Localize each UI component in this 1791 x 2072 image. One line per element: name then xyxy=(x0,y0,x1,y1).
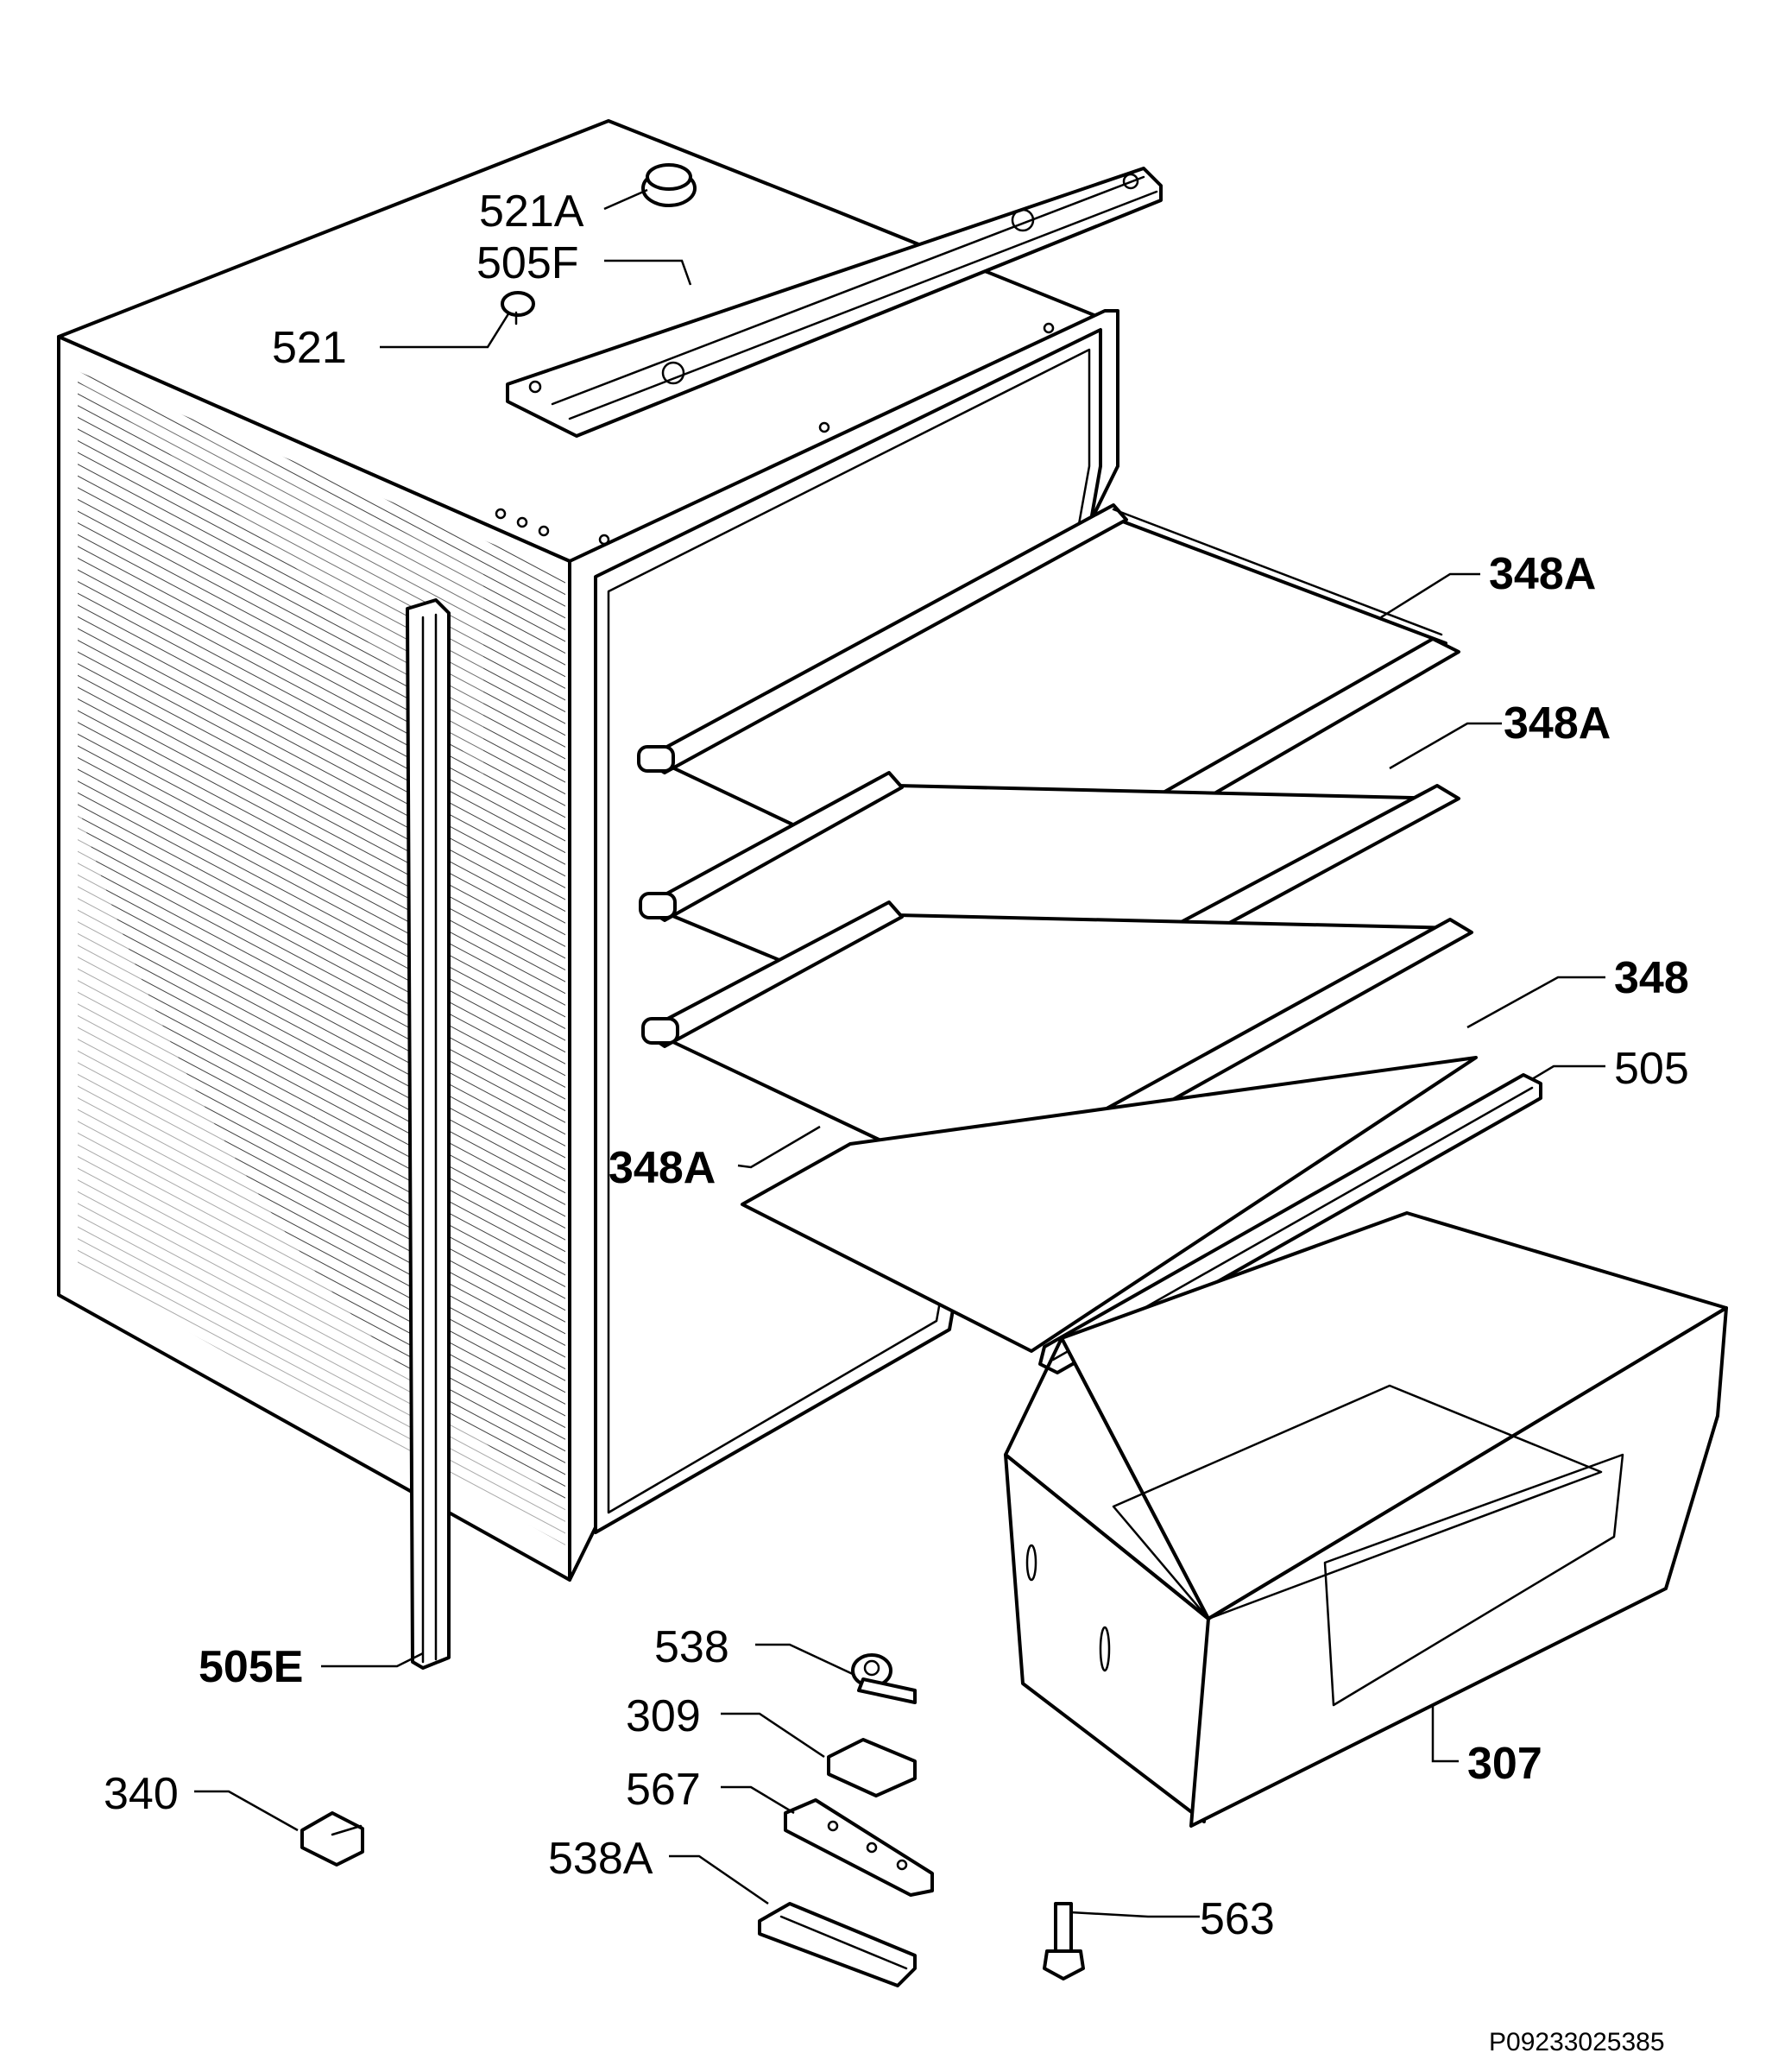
glass-panel-348 xyxy=(741,1056,1478,1353)
part-538A xyxy=(758,1902,917,1987)
label-538A: 538A xyxy=(548,1834,653,1884)
label-521A: 521A xyxy=(479,186,584,237)
part-567 xyxy=(784,1798,934,1897)
part-538 xyxy=(851,1653,917,1704)
label-348A-lower: 348A xyxy=(609,1143,716,1193)
label-538: 538 xyxy=(654,1622,729,1672)
label-505: 505 xyxy=(1614,1044,1689,1094)
cap-521 xyxy=(501,291,535,325)
label-348: 348 xyxy=(1614,953,1689,1003)
label-563: 563 xyxy=(1200,1894,1275,1944)
document-code: P09233025385 xyxy=(1489,2028,1665,2056)
cap-521A xyxy=(641,163,697,207)
crisper-drawer-307 xyxy=(1004,1211,1728,1828)
door-seal-strip-505E xyxy=(406,598,451,1670)
screw-563 xyxy=(1043,1902,1085,1980)
label-505E: 505E xyxy=(199,1642,303,1692)
label-348A-middle: 348A xyxy=(1504,698,1611,749)
label-340: 340 xyxy=(104,1769,179,1819)
label-567: 567 xyxy=(626,1765,701,1815)
part-340 xyxy=(300,1811,364,1867)
top-hinge-rail-505F xyxy=(506,167,1163,438)
label-521: 521 xyxy=(272,323,347,373)
label-505F: 505F xyxy=(476,238,579,288)
label-309: 309 xyxy=(626,1691,701,1741)
label-348A-top: 348A xyxy=(1489,549,1596,599)
part-309 xyxy=(827,1738,917,1797)
leader-lines xyxy=(194,188,1605,1918)
label-307: 307 xyxy=(1467,1739,1542,1789)
